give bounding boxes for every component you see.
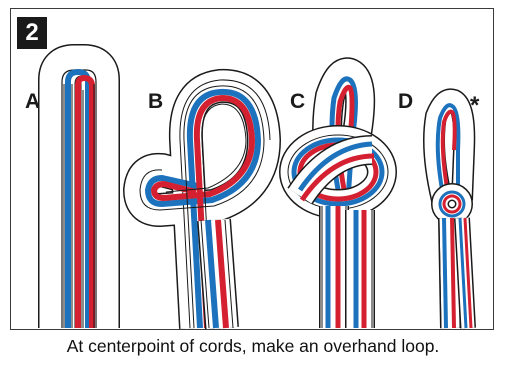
cord-straight-icon [58, 64, 100, 328]
label-b: B [148, 90, 163, 114]
label-c: C [290, 90, 305, 114]
caption: At centerpoint of cords, make an overhan… [0, 336, 506, 357]
label-a: A [25, 90, 40, 114]
knot-illustration [0, 0, 506, 330]
cord-loop-icon [140, 80, 270, 328]
finished-loop-knot-icon [434, 99, 471, 328]
asterisk-marker: * [470, 92, 479, 120]
label-d: D [398, 90, 413, 114]
